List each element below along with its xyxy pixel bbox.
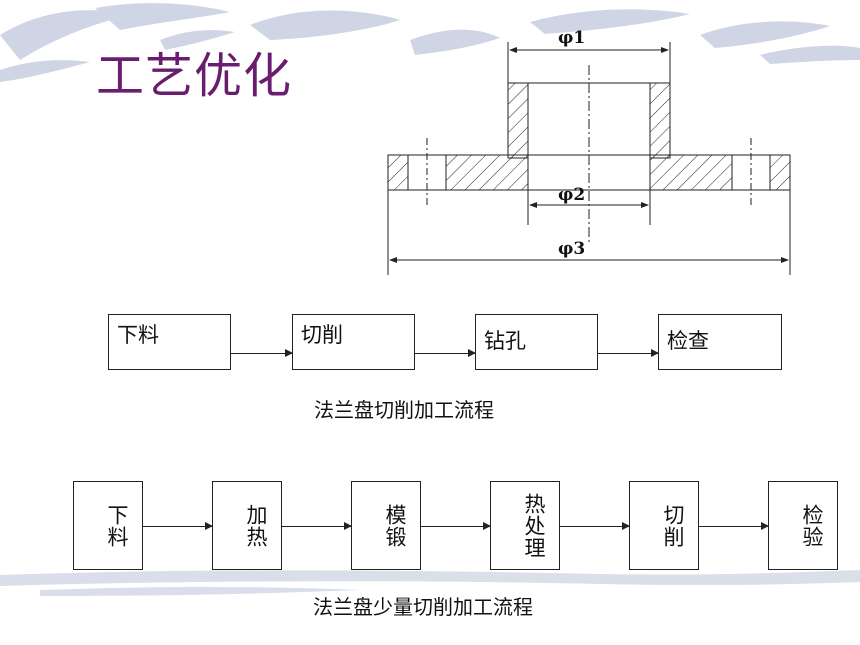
flow1-caption: 法兰盘切削加工流程 [314,398,494,422]
flow2-step-5: 切削 [629,481,699,570]
flow1-arrow-2 [415,349,476,357]
flange-cross-section-drawing: φ1 φ2 φ3 [387,28,791,275]
flow2-caption: 法兰盘少量切削加工流程 [313,595,533,619]
flow2-step-1-label: 下料 [105,503,129,548]
flow2-step-4: 热处理 [490,481,560,570]
flow2-step-4-label: 热处理 [522,492,546,559]
dimension-label-phi3: φ3 [558,239,585,259]
flow2-arrow-1 [143,522,213,530]
flow2-arrow-5 [699,522,769,530]
flow2-arrow-4 [560,522,630,530]
flange-hatch-far-right [769,154,791,191]
flow1-step-2: 切削 [292,314,415,370]
flow1-step-3-label: 钻孔 [484,329,526,353]
dimension-label-phi2: φ2 [558,185,585,205]
flow1-step-4-label: 检查 [667,329,709,353]
slide-title: 工艺优化 [96,48,293,104]
flow2-step-6: 检验 [768,481,838,570]
flange-hatch-left [445,154,529,191]
flow1-step-2-label: 切削 [301,323,343,347]
flow2-arrow-3 [421,522,491,530]
flow1-arrow-1 [231,349,293,357]
flow1-arrow-3 [598,349,659,357]
flow1-step-1: 下料 [108,314,231,370]
flow2-arrow-2 [282,522,352,530]
flange-hatch-right [649,154,733,191]
flow2-step-2-label: 加热 [244,503,268,548]
hub-wall-right [649,82,671,159]
flow1-step-1-label: 下料 [117,323,159,347]
flow1-step-4: 检查 [658,314,782,370]
flow2-step-1: 下料 [73,481,143,570]
dimension-label-phi1: φ1 [558,28,585,48]
flow1-step-3: 钻孔 [475,314,598,370]
flow2-step-2: 加热 [212,481,282,570]
flow2-step-5-label: 切削 [661,503,685,548]
flange-hatch-far-left [387,154,409,191]
flow2-step-3: 模锻 [351,481,421,570]
flow2-step-6-label: 检验 [800,503,824,548]
hub-wall-left [507,82,529,159]
flow2-step-3-label: 模锻 [383,503,407,548]
